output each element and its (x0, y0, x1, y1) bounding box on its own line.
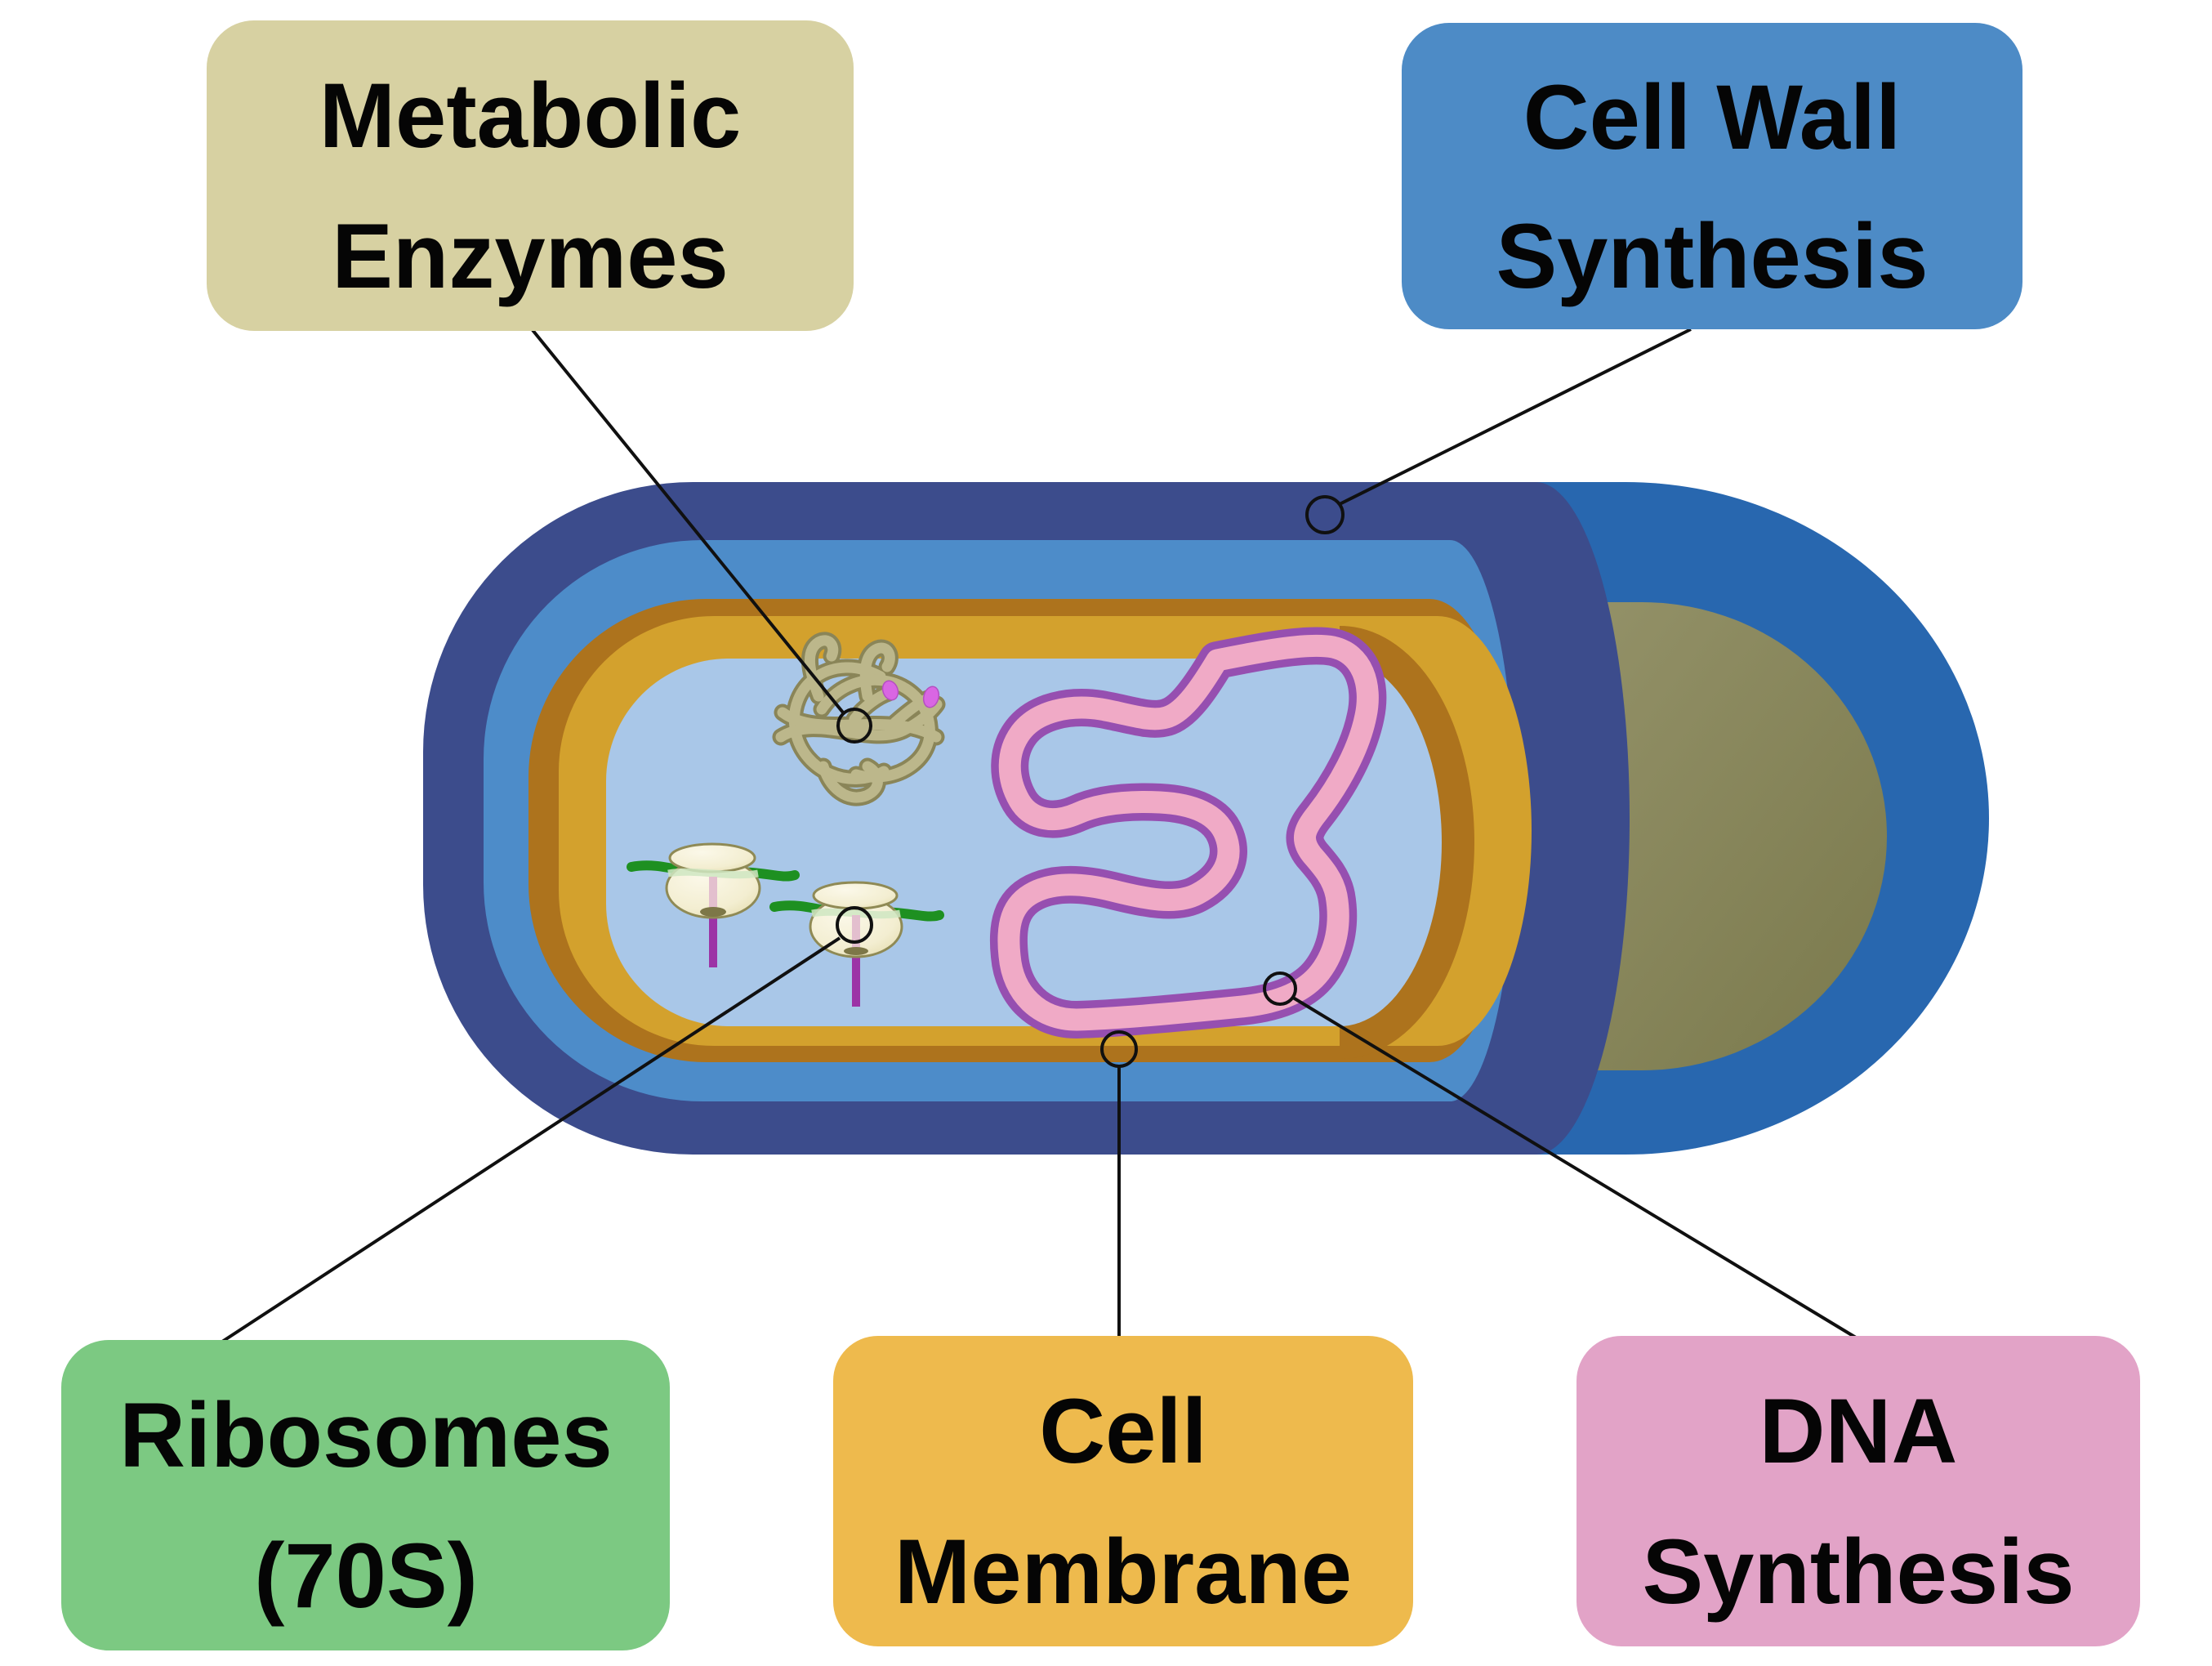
label-box-metabolic-enzymes (207, 20, 854, 331)
label-box-cell-wall-synthesis (1402, 23, 2022, 329)
callout-circle-cell-wall-synthesis (1305, 495, 1345, 534)
callout-circle-dna-synthesis (1263, 971, 1297, 1006)
label-text-membrane-line1: Cell (1039, 1380, 1206, 1482)
label-boxes: Metabolic Enzymes Cell Wall Synthesis Ri… (61, 20, 2140, 1650)
label-cell-membrane: Cell Membrane (833, 1336, 1413, 1646)
callout-line-ribosomes (221, 936, 841, 1343)
label-text-ribosomes-line1: Ribosomes (119, 1384, 613, 1486)
ribosome-exit-pore (700, 907, 726, 917)
cell-illustration (423, 482, 1989, 1155)
label-text-metabolic-line2: Enzymes (332, 205, 729, 307)
label-text-metabolic-line1: Metabolic (319, 65, 742, 167)
callout-line-dna-synthesis (1291, 996, 1857, 1339)
dna-nucleoid-loop (989, 627, 1387, 1038)
ribosome-exit-pore (844, 947, 868, 955)
callout-circle-ribosomes (836, 906, 873, 944)
callout-circle-cell-membrane (1100, 1030, 1138, 1068)
mrna-through-channel (667, 868, 759, 879)
mrna-through-channel (811, 908, 901, 919)
label-text-cellwall-line1: Cell Wall (1523, 66, 1902, 168)
ribosome-small-subunit (812, 881, 899, 910)
label-box-cell-membrane (833, 1336, 1413, 1646)
metabolic-enzyme-tangle (772, 632, 946, 806)
dna-loop-core (997, 634, 1379, 1031)
annotations (221, 328, 1857, 1343)
label-metabolic-enzymes: Metabolic Enzymes (207, 20, 854, 331)
label-text-cellwall-line2: Synthesis (1496, 205, 1928, 307)
callout-line-cell-wall-synthesis (1339, 328, 1692, 506)
label-box-ribosomes (61, 1340, 670, 1650)
ribosome-70s (627, 842, 800, 967)
enzyme-magenta-tip (922, 686, 940, 708)
ribosome-small-subunit (668, 842, 756, 873)
callout-circle-metabolic-enzymes (836, 708, 872, 744)
label-box-dna-synthesis (1576, 1336, 2140, 1646)
label-dna-synthesis: DNA Synthesis (1576, 1336, 2140, 1646)
label-text-ribosomes-line2: (70S) (254, 1525, 478, 1627)
label-text-dna-line2: Synthesis (1642, 1521, 2074, 1623)
callout-line-metabolic-enzymes (531, 328, 845, 714)
enzyme-magenta-tip (881, 680, 899, 701)
label-text-dna-line1: DNA (1759, 1380, 1958, 1482)
label-cell-wall-synthesis: Cell Wall Synthesis (1402, 23, 2022, 329)
label-text-membrane-line2: Membrane (894, 1521, 1352, 1623)
label-ribosomes: Ribosomes (70S) (61, 1340, 670, 1650)
